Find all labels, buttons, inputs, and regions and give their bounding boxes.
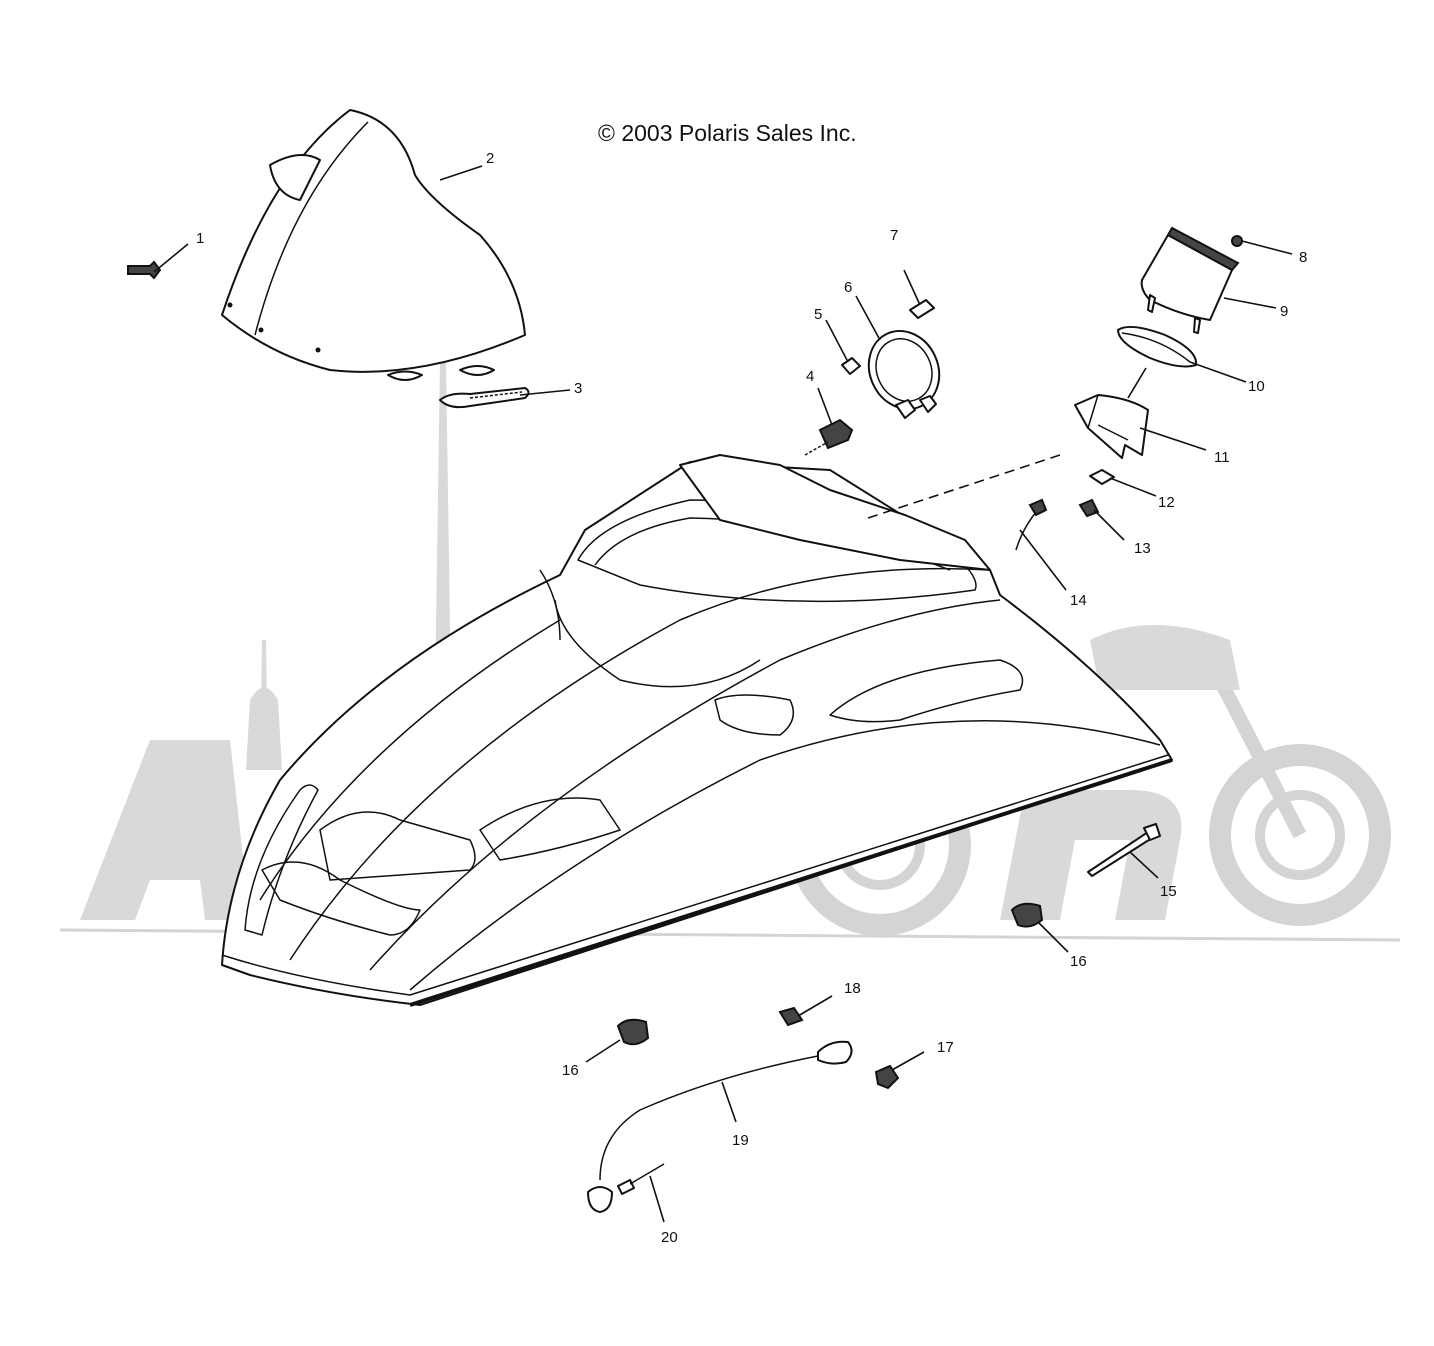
windshield [221, 109, 526, 381]
rivet [617, 1163, 665, 1195]
tether-cable [587, 1040, 853, 1213]
gauge-bezel [1074, 394, 1149, 459]
screw-8 [1231, 235, 1243, 247]
strap [439, 387, 530, 409]
cable-tie [1087, 823, 1161, 877]
callout-16-right: 16 [1070, 953, 1087, 970]
callout-10: 10 [1248, 378, 1265, 395]
connector [804, 418, 854, 456]
cable-clamp-right [1010, 902, 1044, 928]
bulb [909, 299, 935, 319]
callout-16-left: 16 [562, 1062, 579, 1079]
callout-17: 17 [937, 1039, 954, 1056]
callout-13: 13 [1134, 540, 1151, 557]
callout-7: 7 [890, 227, 898, 244]
callout-11: 11 [1214, 449, 1230, 466]
nut [874, 1064, 900, 1090]
callout-labels: 1 2 3 4 5 6 7 8 9 10 11 12 13 14 15 16 1… [196, 150, 1307, 1246]
watermark-wheel-right [1209, 744, 1391, 926]
leader-dashed [867, 454, 1061, 519]
callout-6: 6 [844, 279, 852, 296]
terminal-13 [1078, 498, 1100, 518]
callout-9: 9 [1280, 303, 1288, 320]
cable-clamp-left [616, 1018, 650, 1046]
callout-8: 8 [1299, 249, 1307, 266]
copyright-notice: © 2003 Polaris Sales Inc. [598, 120, 857, 146]
callout-leaders [153, 165, 1293, 1223]
gauge-lens [1117, 325, 1198, 368]
bolt [778, 1006, 804, 1027]
callout-12: 12 [1158, 494, 1175, 511]
callout-18: 18 [844, 980, 861, 997]
wiring-pigtail [1015, 498, 1048, 551]
gauge-housing [1140, 226, 1240, 334]
callout-2: 2 [486, 150, 494, 167]
push-rivet [127, 260, 162, 280]
callout-20: 20 [661, 1229, 678, 1246]
hood [221, 454, 1173, 1007]
callout-1: 1 [196, 230, 204, 247]
callout-15: 15 [1160, 883, 1177, 900]
callout-5: 5 [814, 306, 822, 323]
callout-14: 14 [1070, 592, 1087, 609]
callout-4: 4 [806, 368, 814, 385]
callout-3: 3 [574, 380, 582, 397]
terminal-12 [1089, 469, 1115, 485]
callout-19: 19 [732, 1132, 749, 1149]
small-clip [841, 357, 861, 375]
gauge-ring [867, 330, 941, 419]
